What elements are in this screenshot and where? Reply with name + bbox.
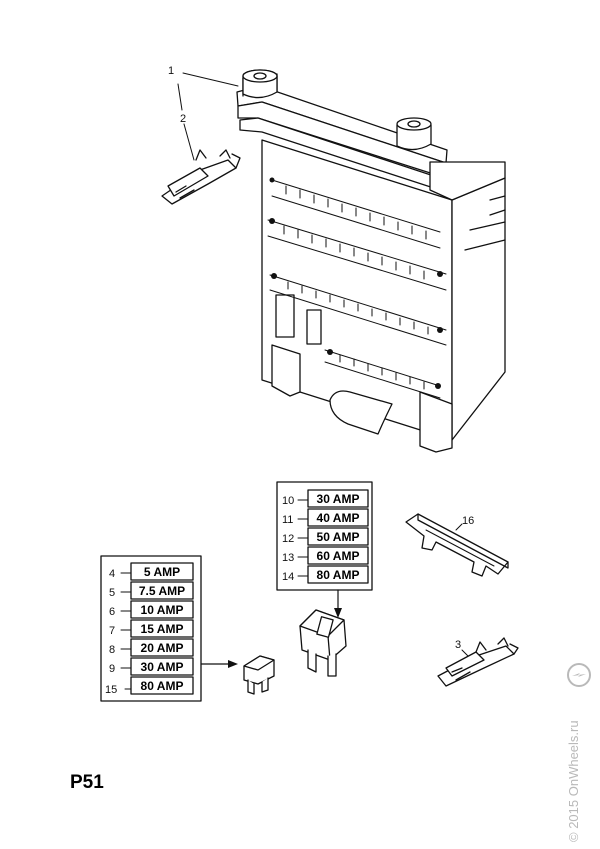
- maxi-ref-11: 11: [282, 514, 293, 526]
- leader-1: [182, 72, 239, 87]
- callout-2: 2: [180, 113, 186, 125]
- terminal-2-illustration: [161, 149, 241, 205]
- watermark-logo-icon: [567, 663, 591, 687]
- mini-ref-4: 4: [109, 568, 115, 580]
- leader-16: [455, 523, 463, 531]
- callout-16: 16: [462, 515, 474, 527]
- maxi-ref-10: 10: [282, 495, 294, 507]
- maxi-rating-13: 60 AMP: [317, 549, 360, 563]
- link-bar-16-illustration: [405, 513, 509, 577]
- leader-3: [461, 649, 469, 657]
- mini-rating-5: 7.5 AMP: [139, 584, 185, 598]
- mini-fuse-label-block: [100, 555, 202, 702]
- maxi-rating-10: 30 AMP: [317, 492, 360, 506]
- mini-rating-4: 5 AMP: [144, 565, 180, 579]
- page-code: P51: [70, 772, 104, 793]
- terminal-3-illustration: [437, 637, 519, 687]
- maxi-rating-14: 80 AMP: [317, 568, 360, 582]
- fuse-box-slot-rows: [267, 179, 447, 399]
- mini-ref-8: 8: [109, 644, 115, 656]
- callout-3: 3: [455, 639, 461, 651]
- leader-2: [177, 83, 195, 161]
- mini-rating-6: 10 AMP: [141, 603, 184, 617]
- mini-ref-9: 9: [109, 663, 115, 675]
- maxi-fuse-illustration: [299, 609, 347, 677]
- mini-fuse-illustration: [243, 655, 275, 695]
- mini-rating-8: 20 AMP: [141, 641, 184, 655]
- mini-rating-9: 30 AMP: [141, 660, 184, 674]
- mini-ref-15: 15: [105, 684, 117, 696]
- watermark-text: © 2015 OnWheels.ru: [566, 720, 581, 842]
- maxi-ref-13: 13: [282, 552, 294, 564]
- mini-rating-7: 15 AMP: [141, 622, 184, 636]
- maxi-fuse-label-block: [276, 481, 373, 591]
- maxi-rating-12: 50 AMP: [317, 530, 360, 544]
- maxi-rating-11: 40 AMP: [317, 511, 360, 525]
- mini-ref-7: 7: [109, 625, 115, 637]
- maxi-ref-12: 12: [282, 533, 294, 545]
- mini-ref-6: 6: [109, 606, 115, 618]
- mini-rating-15: 80 AMP: [141, 679, 184, 693]
- maxi-ref-14: 14: [282, 571, 294, 583]
- fuse-box-illustration: [236, 69, 506, 453]
- fuse-box-terminal-dots: [269, 177, 443, 389]
- callout-1: 1: [168, 65, 174, 77]
- mini-ref-5: 5: [109, 587, 115, 599]
